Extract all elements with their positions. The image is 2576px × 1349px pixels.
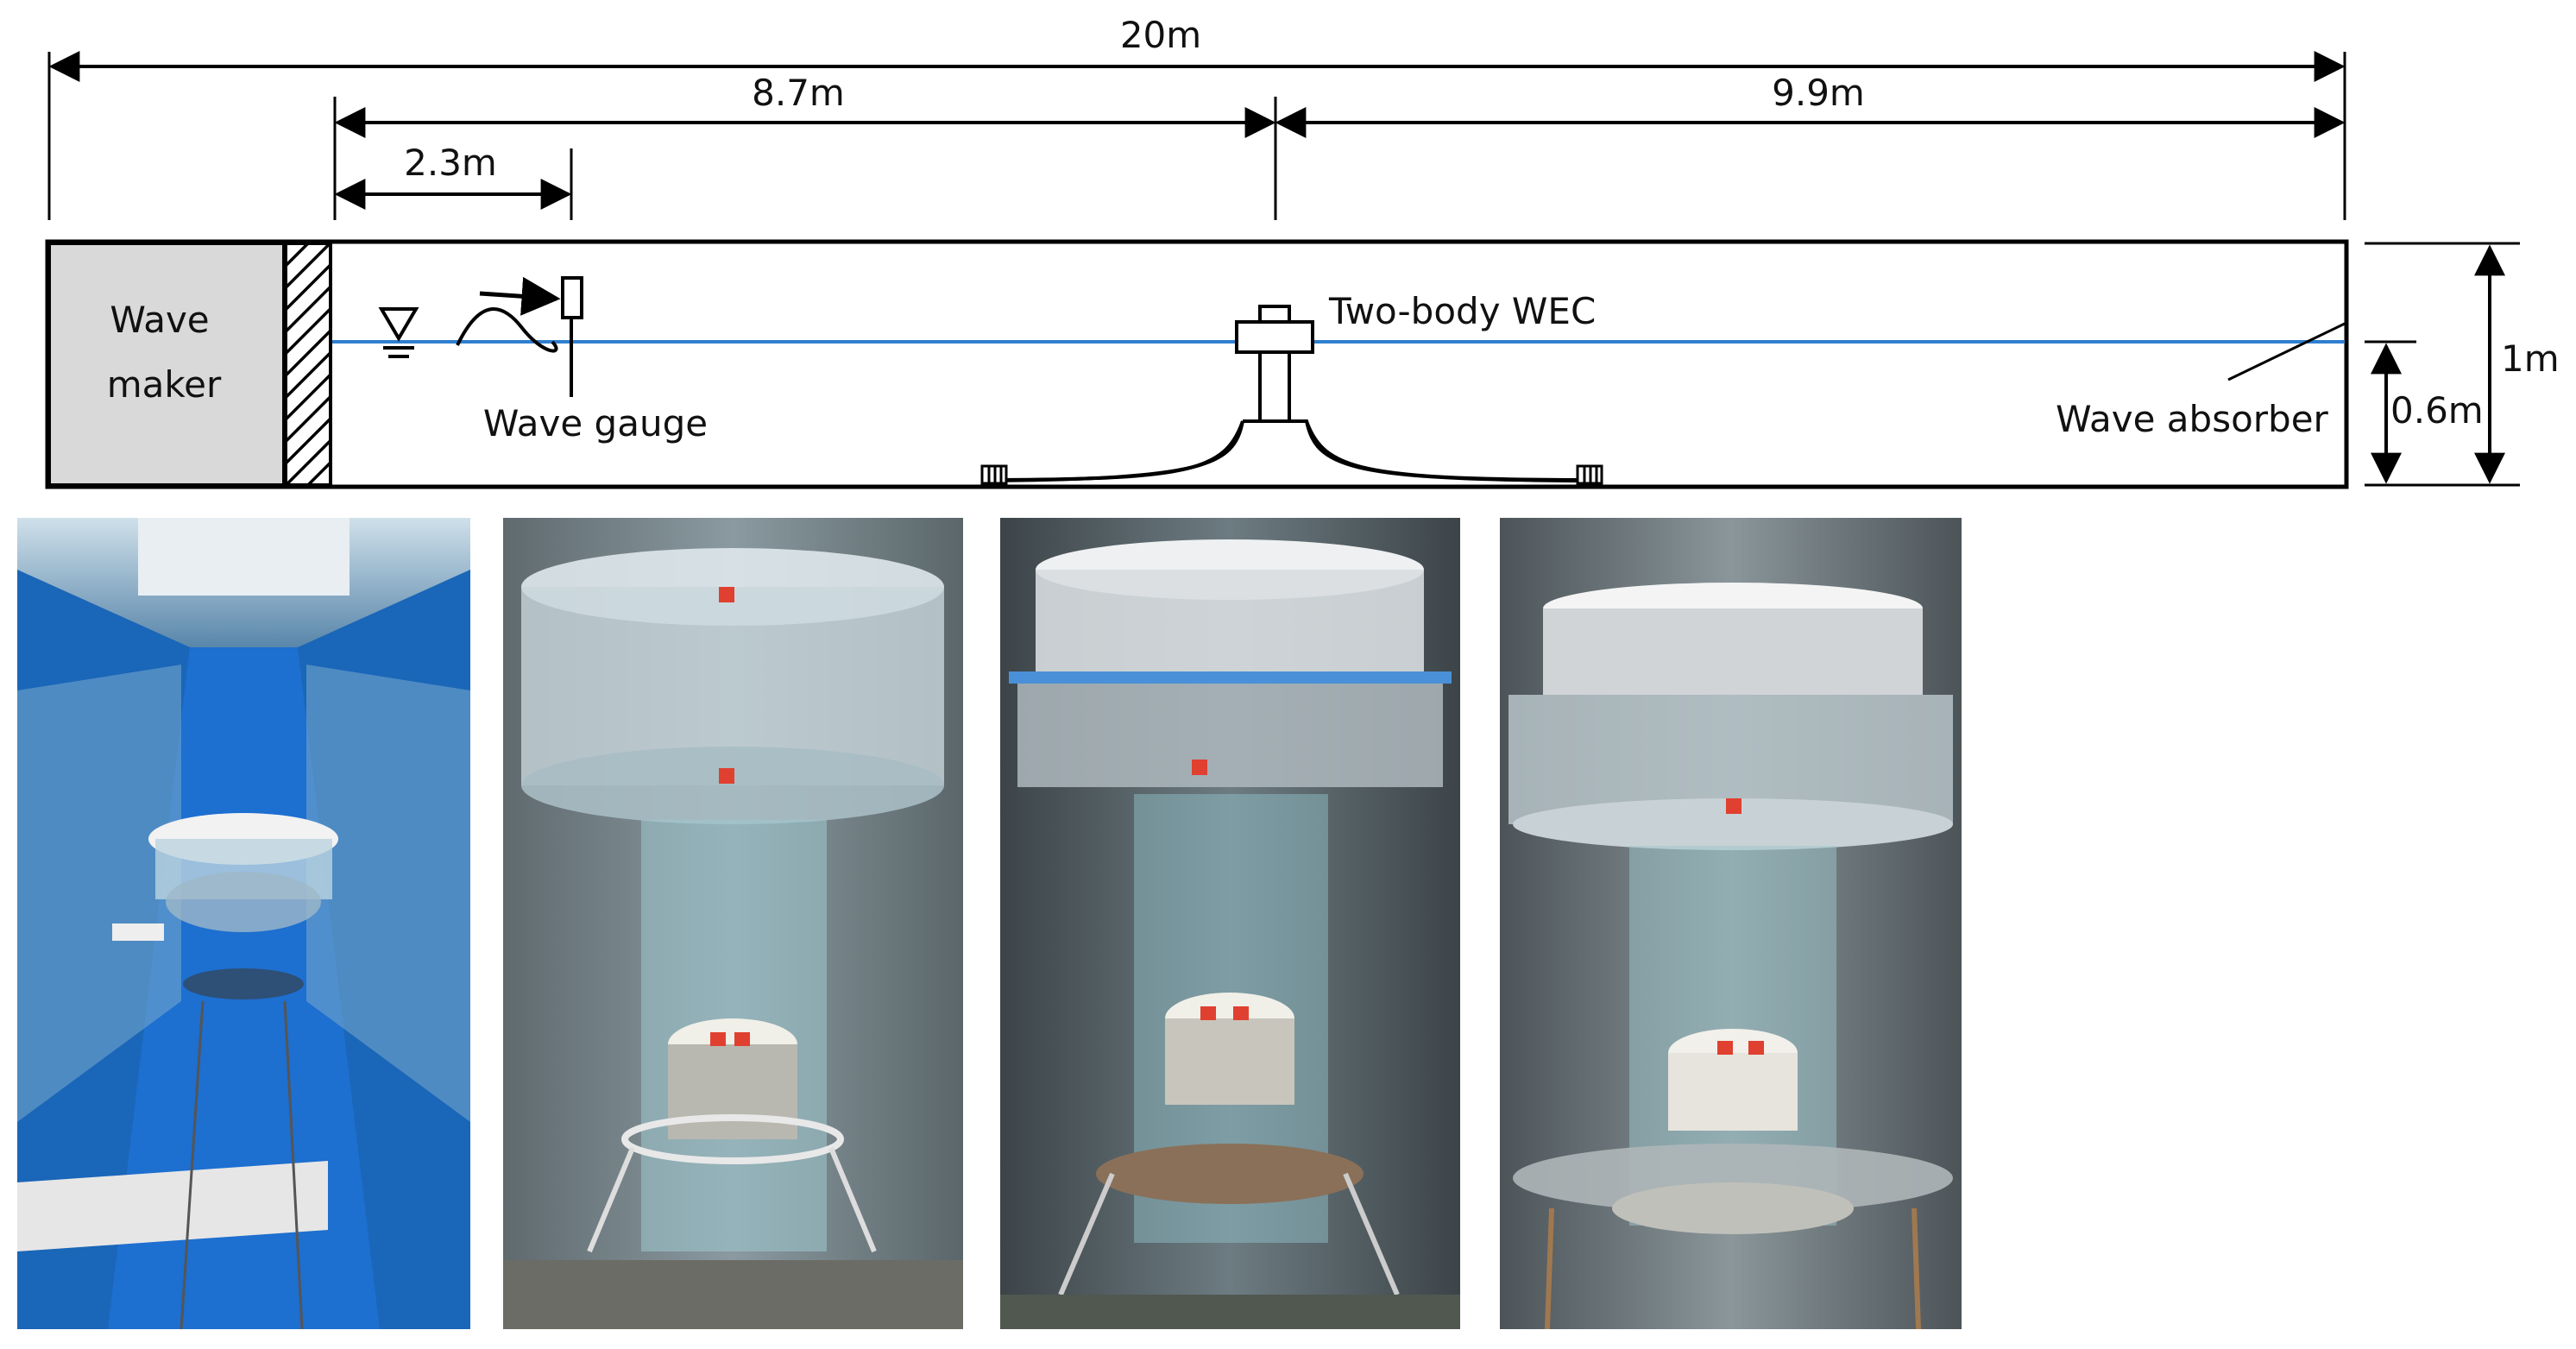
wave-absorber-label: Wave absorber	[2056, 398, 2328, 440]
mooring-line-left	[1000, 420, 1244, 482]
photo-wec-clear-float	[503, 518, 963, 1329]
wave-maker-label-line2: maker	[107, 363, 222, 406]
photo-wec-heave-plate	[1500, 518, 1962, 1329]
dimension-label-wec-to-absorber: 9.9m	[1772, 72, 1865, 114]
water-level-symbol	[378, 307, 419, 358]
wave-paddle	[284, 242, 332, 487]
wave-absorber-leader	[2227, 322, 2346, 381]
wave-tank	[45, 239, 2349, 489]
mooring-line-right	[1305, 420, 1580, 482]
wave-tank-schematic: 20m 8.7m 9.9m 2.3m Wave maker Wave gauge…	[45, 14, 2560, 489]
dimension-label-total: 20m	[1120, 14, 1201, 56]
anchor-right	[1576, 464, 1603, 485]
incident-wave-icon	[456, 307, 558, 353]
wave-maker-label-line1: Wave	[110, 299, 209, 341]
dimension-label-tank-depth: 1m	[2501, 337, 2560, 380]
anchor-left	[980, 464, 1008, 485]
dimension-label-gauge: 2.3m	[404, 142, 497, 184]
wave-gauge-label: Wave gauge	[483, 402, 708, 444]
dimension-label-to-wec: 8.7m	[752, 72, 845, 114]
photo-wec-blue-float	[1000, 518, 1460, 1329]
wave-direction-arrow	[479, 276, 561, 316]
wave-gauge	[561, 276, 583, 319]
photo-wave-flume	[17, 518, 470, 1329]
dimension-label-water-depth: 0.6m	[2390, 389, 2484, 432]
wec-label: Two-body WEC	[1328, 290, 1596, 332]
